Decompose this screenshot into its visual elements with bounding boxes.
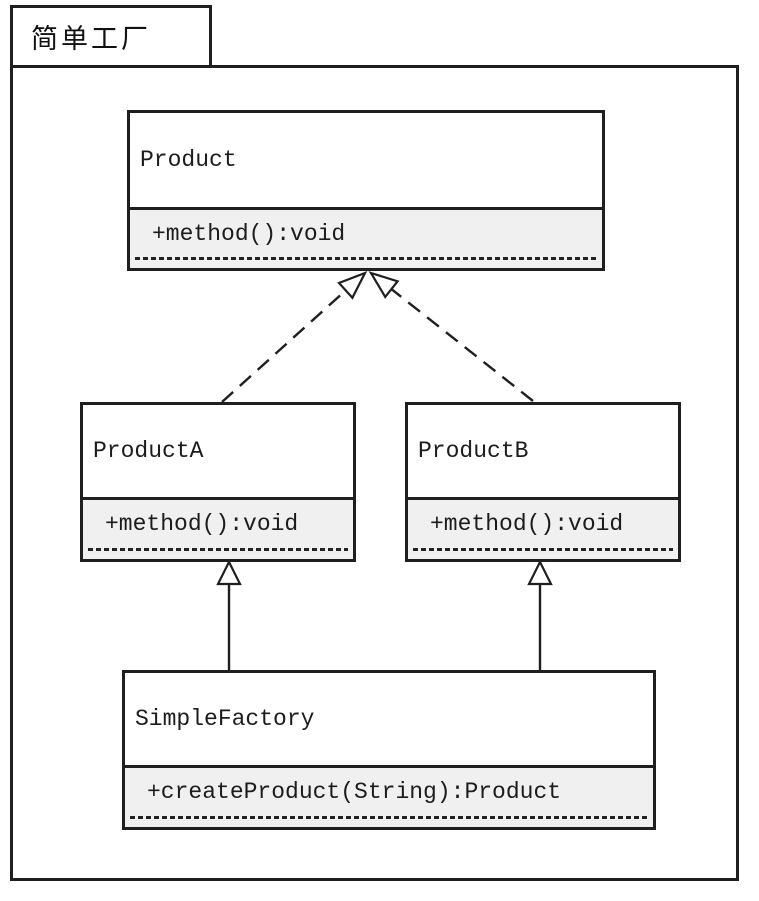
class-name: SimpleFactory [125,673,653,765]
compartment-divider [135,257,597,260]
package-title: 简单工厂 [31,24,151,55]
method-label: +method():void [152,221,346,247]
class-name: ProductB [408,405,678,497]
class-name: Product [130,113,602,207]
methods-compartment: +method():void [130,207,602,268]
method-label: +method():void [105,511,299,537]
class-producta: ProductA +method():void [80,402,356,562]
methods-compartment: +createProduct(String):Product [125,765,653,827]
methods-compartment: +method():void [83,497,353,559]
method-label: +createProduct(String):Product [147,779,562,805]
compartment-divider [130,816,648,819]
package-frame [10,65,739,881]
compartment-divider [88,548,348,551]
class-productb: ProductB +method():void [405,402,681,562]
methods-compartment: +method():void [408,497,678,559]
package-tab: 简单工厂 [10,5,212,68]
method-label: +method():void [430,511,624,537]
compartment-divider [413,548,673,551]
class-name: ProductA [83,405,353,497]
class-simplefactory: SimpleFactory +createProduct(String):Pro… [122,670,656,830]
class-product: Product +method():void [127,110,605,271]
